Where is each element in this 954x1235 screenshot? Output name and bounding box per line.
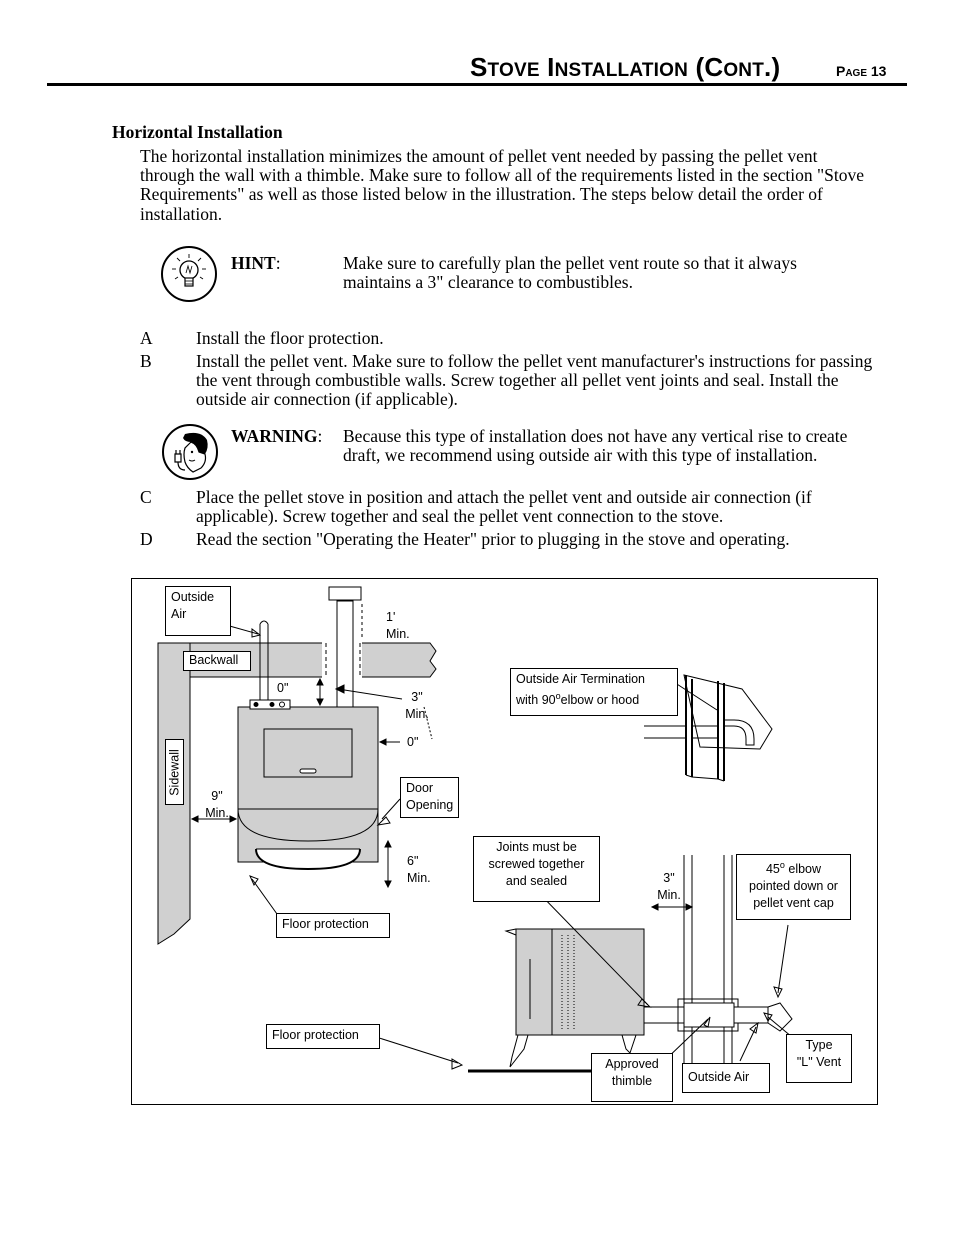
header-rule [47,83,907,86]
termination-line1: Outside Air Termination [516,672,645,686]
door-line2: Opening [406,798,454,812]
floor-protection-callout-1: Floor protection [276,913,390,938]
dim-9in-min: Min. [205,806,229,820]
dim-3in-min: Min. [405,707,429,721]
title-rest-tove: TOVE [487,60,540,81]
lightbulb-icon [160,246,218,302]
elbow-line2: pointed down or [749,879,838,894]
dim-3in-vent-min: Min. [657,888,681,902]
dim-0-top: 0" [277,681,289,695]
step-b-letter: B [140,351,152,371]
joints-line3: and sealed [505,874,568,888]
type-line1: Type [805,1038,833,1052]
sidewall-label: Sidewall [167,749,182,796]
hint-colon: : [275,253,281,273]
step-c-text: Place the pellet stove in position and a… [196,487,812,527]
floor-protection-callout-2: Floor protection [266,1024,380,1049]
step-a-letter: A [140,328,153,348]
warning-colon: : [317,426,323,446]
dim-6in-min: Min. [407,871,431,885]
joints-line2: screwed together [488,857,585,871]
warning-label-text: WARNING [231,426,318,446]
dim-6in-value: 6" [407,854,419,868]
outside-air-line1: Outside [171,590,215,604]
warning-text: Because this type of installation does n… [343,426,848,466]
dim-1ft-value: 1' [386,610,396,624]
door-line1: Door [406,781,434,795]
hint-label-text: HINT [231,253,276,273]
thimble-line1: Approved [605,1057,659,1071]
hint-text: Make sure to carefully plan the pellet v… [343,253,797,293]
dim-3in-top: 3" Min. [402,689,432,723]
dim-3in-vent: 3" Min. [652,870,686,904]
person-with-plug-icon [161,424,219,480]
warning-label: WARNING: [231,426,323,446]
step-b-text: Install the pellet vent. Make sure to fo… [196,351,873,410]
sidewall-callout: Sidewall [165,739,184,805]
installation-diagram-drawing [157,586,793,1073]
backwall-callout: Backwall [183,651,251,671]
dim-9in: 9" Min. [200,788,234,822]
elbow-line3: pellet vent cap [753,896,834,911]
step-d-text: Read the section "Operating the Heater" … [196,529,790,549]
dim-0-side: 0" [407,735,419,749]
page-title: STOVE INSTALLATION (CONT.) [470,52,780,83]
section-heading: Horizontal Installation [112,122,283,142]
thimble-callout: Approved thimble [591,1053,673,1102]
step-a-text: Install the floor protection. [196,328,384,348]
joints-line1: Joints must be [496,840,577,854]
dim-1ft: 1' Min. [386,609,410,643]
elbow-line1a: 45 [765,862,780,877]
type-l-vent-callout: Type "L" Vent [786,1034,852,1083]
title-close: .) [764,52,781,82]
outside-air-callout-2: Outside Air [682,1063,770,1093]
dim-3in-value: 3" [411,690,423,704]
title-rest-nstallation: NSTALLATION [554,60,689,81]
hint-label: HINT: [231,253,281,273]
dim-1ft-min: Min. [386,627,410,641]
type-line2: "L" Vent [796,1055,842,1069]
outside-air-line2: Air [171,607,187,621]
step-d-letter: D [140,529,153,549]
step-c-letter: C [140,487,152,507]
page-number: Page 13 [836,63,887,79]
dim-3in-vent-value: 3" [663,871,675,885]
joints-callout: Joints must be screwed together and sealed [473,836,600,902]
termination-line2a: with 90 [516,693,556,708]
termination-line2b: elbow or hood [560,693,640,708]
dim-9in-value: 9" [211,789,223,803]
title-cap-s: S [470,52,488,82]
dim-6in: 6" Min. [407,853,431,887]
thimble-line2: thimble [611,1074,653,1088]
title-cap-i: I [547,52,555,82]
title-cap-c: (C [695,52,724,82]
title-rest-ont: ONT [723,60,765,81]
intro-paragraph: The horizontal installation minimizes th… [140,146,865,224]
elbow-line1b: elbow [784,862,822,877]
